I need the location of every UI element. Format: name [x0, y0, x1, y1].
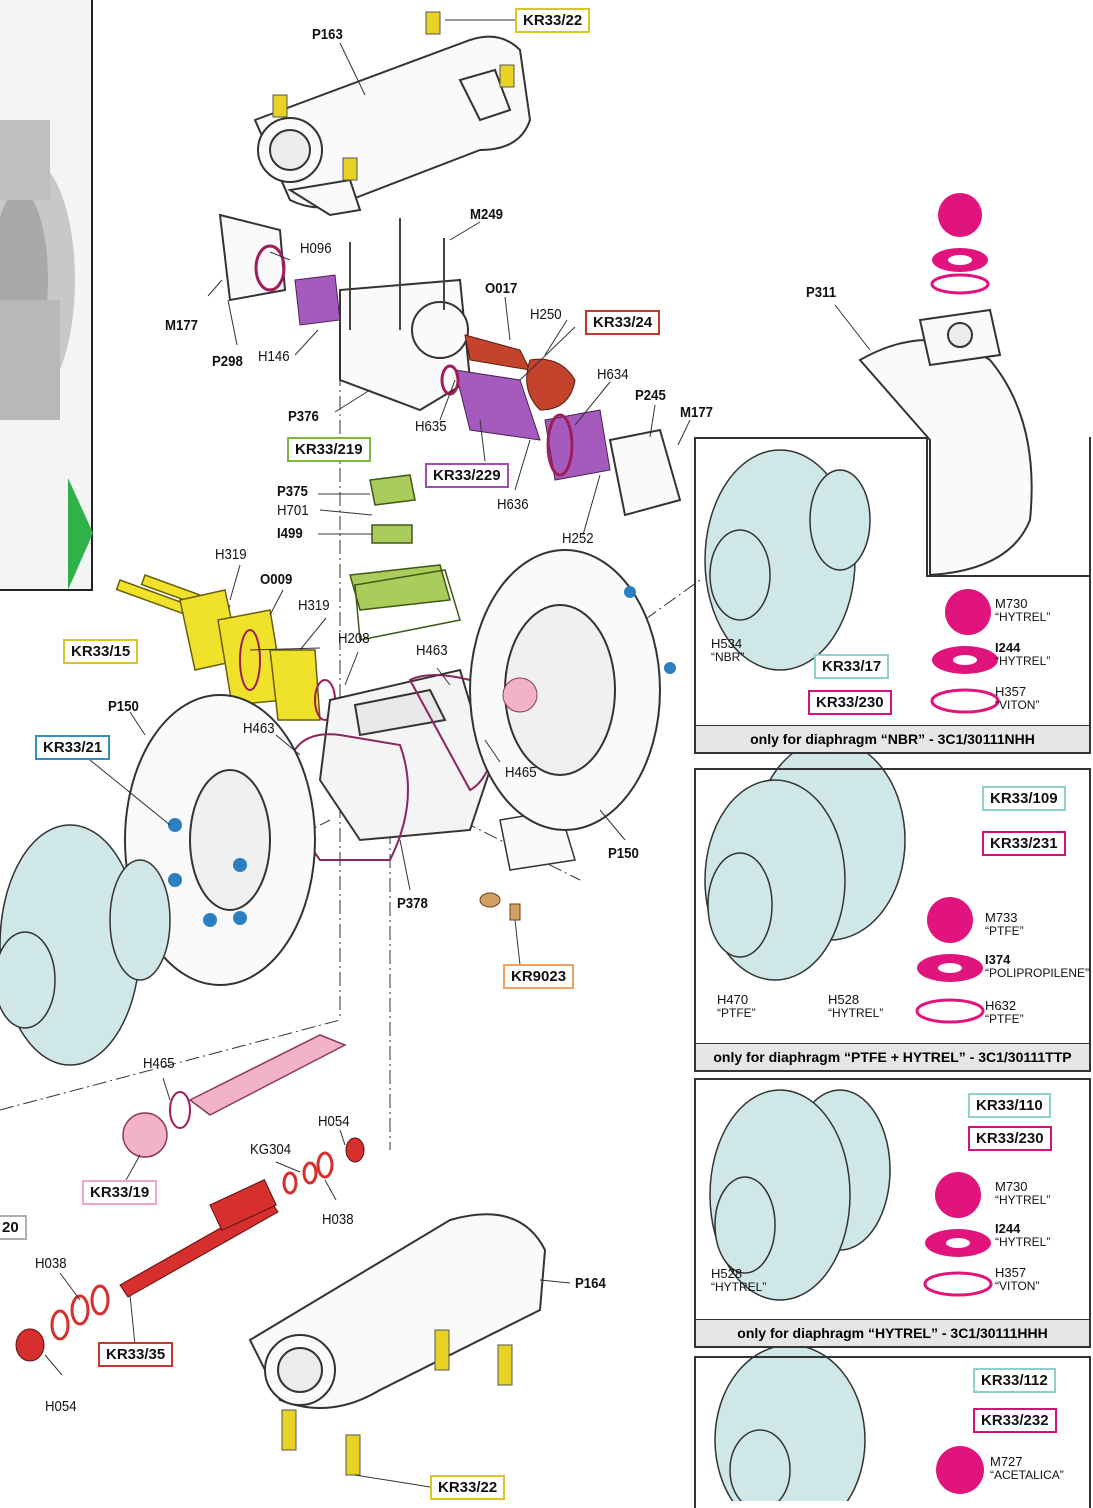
label-p375: P375 — [277, 483, 308, 500]
label-h319-b: H319 — [298, 597, 330, 614]
kit-kr33-110: KR33/110 — [968, 1093, 1051, 1118]
panel-footer: only for diaphragm “NBR” - 3C1/30111NHH — [696, 725, 1089, 752]
label-h096: H096 — [300, 240, 332, 257]
variant-panel-nbr: only for diaphragm “NBR” - 3C1/30111NHH — [694, 437, 1091, 754]
label-h635: H635 — [415, 418, 447, 435]
spec-h528-p3: H528“HYTREL” — [711, 1266, 767, 1295]
label-h319-a: H319 — [215, 546, 247, 563]
spec-m730: M730“HYTREL” — [995, 596, 1051, 625]
label-h465-a: H465 — [505, 764, 537, 781]
callout-kr33-22-bottom: KR33/22 — [430, 1475, 506, 1500]
spec-h470: H470“PTFE” — [717, 992, 756, 1021]
kit-kr33-230-p1: KR33/230 — [808, 690, 892, 715]
bottom-manifold-p164 — [248, 1213, 547, 1409]
panel-footer: only for diaphragm “PTFE + HYTREL” - 3C1… — [696, 1043, 1089, 1070]
label-h465-b: H465 — [143, 1055, 175, 1072]
label-p378: P378 — [397, 895, 428, 912]
label-kg304: KG304 — [250, 1141, 292, 1158]
label-p163: P163 — [312, 26, 343, 43]
callout-kr33-229: KR33/229 — [425, 463, 509, 488]
top-manifold-p163 — [253, 35, 532, 217]
callout-kr9023: KR9023 — [503, 964, 575, 989]
spec-h534: H534“NBR” — [711, 636, 745, 665]
callout-edge-20: 20 — [0, 1215, 27, 1240]
label-p245: P245 — [635, 387, 666, 404]
variant-panel-acetalica — [694, 1356, 1091, 1508]
spec-m727: M727“ACETALICA” — [990, 1454, 1064, 1483]
label-p311: P311 — [806, 284, 837, 301]
label-h054-a: H054 — [318, 1113, 350, 1130]
label-o009: O009 — [260, 571, 293, 588]
label-p298: P298 — [212, 353, 243, 370]
callout-kr33-19: KR33/19 — [82, 1180, 158, 1205]
panel-footer: only for diaphragm “HYTREL” - 3C1/30111H… — [696, 1319, 1089, 1346]
callout-kr33-24: KR33/24 — [585, 310, 661, 335]
air-cover-left-p150 — [124, 694, 316, 986]
label-h038-b: H038 — [35, 1255, 67, 1272]
center-block-p376 — [218, 213, 472, 412]
label-h054-b: H054 — [45, 1398, 77, 1415]
pump-photo-inset — [0, 0, 93, 591]
label-p150-right: P150 — [608, 845, 639, 862]
spec-i244-p3: I244“HYTREL” — [995, 1221, 1051, 1250]
fluid-cover-p311 — [858, 308, 1033, 577]
label-h636: H636 — [497, 496, 529, 513]
kit-kr33-230-p3: KR33/230 — [968, 1126, 1052, 1151]
label-h634: H634 — [597, 366, 629, 383]
label-p150-left: P150 — [108, 698, 139, 715]
spec-h632: H632“PTFE” — [985, 998, 1024, 1027]
label-h250: H250 — [530, 306, 562, 323]
spec-h357-p3: H357“VITON” — [995, 1265, 1040, 1294]
callout-kr33-21: KR33/21 — [35, 735, 111, 760]
kit-kr33-109: KR33/109 — [982, 786, 1066, 811]
label-h463-b: H463 — [243, 720, 275, 737]
variant-panel-ptfe-hytrel: only for diaphragm “PTFE + HYTREL” - 3C1… — [694, 768, 1091, 1072]
kit-kr33-112: KR33/112 — [973, 1368, 1056, 1393]
label-i499: I499 — [277, 525, 303, 542]
label-m177-right: M177 — [680, 404, 714, 421]
kit-kr33-231: KR33/231 — [982, 831, 1066, 856]
label-m177-left: M177 — [165, 317, 199, 334]
spec-m730-p3: M730“HYTREL” — [995, 1179, 1051, 1208]
label-h463-a: H463 — [416, 642, 448, 659]
callout-kr33-22-top: KR33/22 — [515, 8, 591, 33]
label-m249: M249 — [470, 206, 504, 223]
label-h252: H252 — [562, 530, 594, 547]
spec-h357: H357“VITON” — [995, 684, 1040, 713]
label-h038-a: H038 — [322, 1211, 354, 1228]
arrow-next-icon — [68, 478, 93, 590]
label-h146: H146 — [258, 348, 290, 365]
spec-m733: M733“PTFE” — [985, 910, 1024, 939]
label-h701: H701 — [277, 502, 309, 519]
kit-kr33-17: KR33/17 — [814, 654, 890, 679]
callout-kr33-15: KR33/15 — [63, 639, 139, 664]
label-p376: P376 — [288, 408, 319, 425]
label-p164: P164 — [575, 1275, 606, 1292]
callout-kr33-219: KR33/219 — [287, 437, 371, 462]
label-h208: H208 — [338, 630, 370, 647]
variant-panel-hytrel: only for diaphragm “HYTREL” - 3C1/30111H… — [694, 1078, 1091, 1348]
kit-kr33-232: KR33/232 — [973, 1408, 1057, 1433]
label-o017: O017 — [485, 280, 518, 297]
air-cover-right-p150 — [469, 549, 661, 831]
spec-h528-p2: H528“HYTREL” — [828, 992, 884, 1021]
spec-i374: I374“POLIPROPILENE” — [985, 952, 1090, 981]
spec-i244: I244“HYTREL” — [995, 640, 1051, 669]
callout-kr33-35: KR33/35 — [98, 1342, 174, 1367]
